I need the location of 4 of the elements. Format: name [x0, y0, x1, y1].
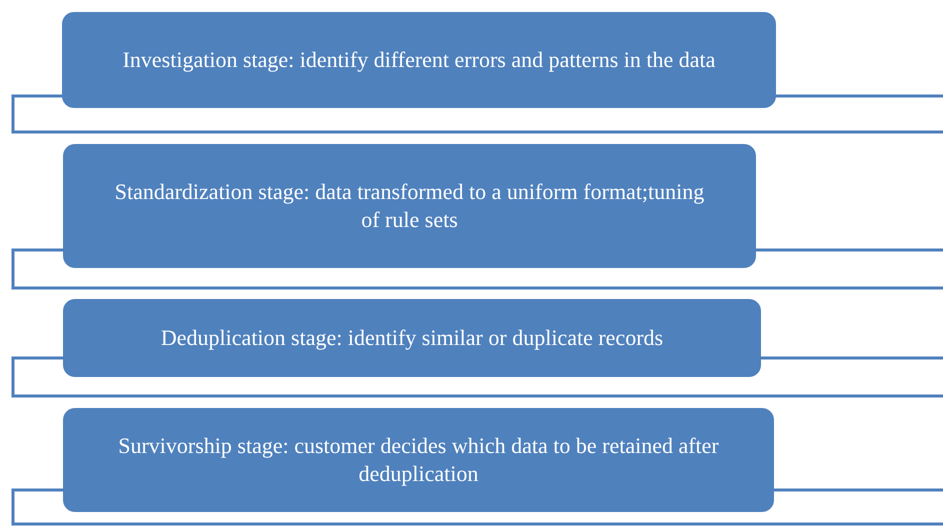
stage-box: Standardization stage: data transformed to a uniform format;tuning of rule sets [63, 144, 756, 268]
stage-box: Deduplication stage: identify similar or duplicate records [63, 299, 761, 377]
stage-box: Investigation stage: identify different errors and patterns in the data [62, 12, 776, 108]
stage-box: Survivorship stage: customer decides which data to be retained after deduplication [63, 408, 774, 512]
